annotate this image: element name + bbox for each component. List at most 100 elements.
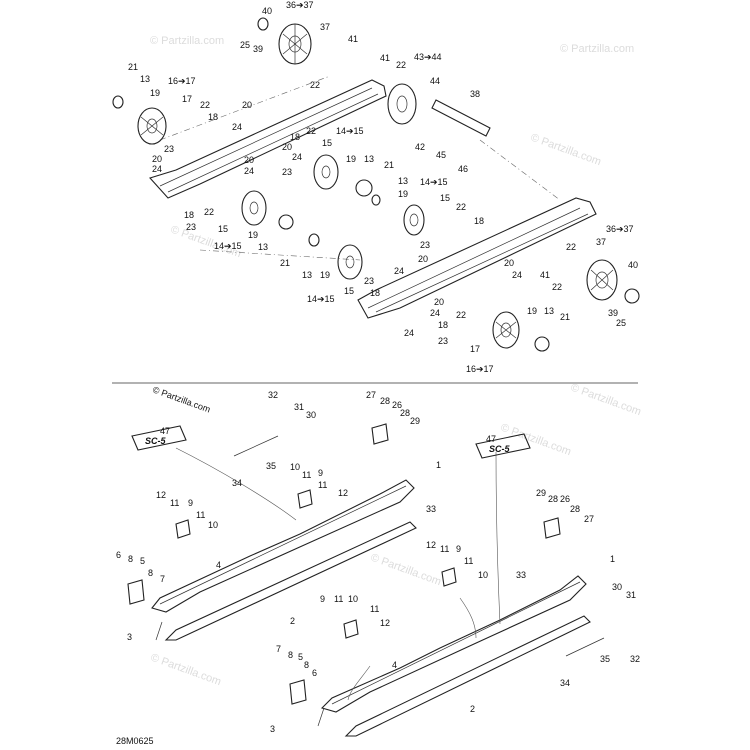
callout-label: 19	[398, 189, 408, 199]
diagram-code: 28M0625	[116, 736, 154, 746]
callout-label: 17	[470, 344, 480, 354]
callout-label: 24	[244, 166, 254, 176]
callout-label: 22	[396, 60, 406, 70]
callout-label: 23	[186, 222, 196, 232]
callout-label: 28	[400, 408, 410, 418]
callout-label: 1	[436, 460, 441, 470]
callout-label: 8	[148, 568, 153, 578]
callout-label: 22	[204, 207, 214, 217]
left-wear-strip	[164, 521, 417, 641]
callout-label: 22	[456, 310, 466, 320]
left-rail-detail	[159, 87, 379, 193]
copyright-watermark: © Partzilla.com	[151, 384, 211, 414]
callout-label: 21	[560, 312, 570, 322]
callout-label: 20	[282, 142, 292, 152]
callout-label: 32	[630, 654, 640, 664]
slider-block	[343, 619, 359, 639]
callout-label: 47	[160, 426, 170, 436]
callout-label: 12	[380, 618, 390, 628]
callout-label: 41	[348, 34, 358, 44]
leader-lines	[175, 447, 501, 701]
callout-label: 4	[392, 660, 397, 670]
left-slide-rail	[151, 479, 415, 613]
callout-label: 34	[560, 678, 570, 688]
callout-label: 11	[170, 498, 179, 508]
decal-text: SC-5	[145, 436, 166, 446]
callout-label: 46	[458, 164, 468, 174]
callout-label: 13	[364, 154, 374, 164]
callout-label: 12	[338, 488, 348, 498]
callout-label: 15	[344, 286, 354, 296]
callout-label: 14➔15	[336, 126, 364, 136]
callout-label: 28	[380, 396, 390, 406]
callout-label: 29	[410, 416, 420, 426]
callout-label: 29	[536, 488, 546, 498]
callout-label: 5	[298, 652, 303, 662]
left-slide-rail-edge	[159, 485, 407, 605]
callout-label: 24	[232, 122, 242, 132]
callout-label: 15	[322, 138, 332, 148]
callout-label: 3	[127, 632, 132, 642]
callout-label: 21	[280, 258, 290, 268]
callout-label: 27	[584, 514, 594, 524]
callout-label: 8	[288, 650, 293, 660]
callout-label: 13	[398, 176, 408, 186]
callout-label: 18	[290, 132, 300, 142]
callout-label: 22	[306, 126, 316, 136]
upper-assembly	[112, 17, 640, 352]
callout-label: 21	[384, 160, 394, 170]
callout-label: 11	[370, 604, 379, 614]
callout-label: 12	[426, 540, 436, 550]
callout-label: 22	[200, 100, 210, 110]
callout-label: 11	[302, 470, 311, 480]
callout-label: 37	[320, 22, 330, 32]
callout-label: 9	[318, 468, 323, 478]
callout-label: 7	[160, 574, 165, 584]
callout-label: 18	[474, 216, 484, 226]
callout-label: 19	[527, 306, 537, 316]
callout-label: 11	[334, 594, 343, 604]
callout-label: 5	[140, 556, 145, 566]
callout-label: 20	[434, 297, 444, 307]
idler-wheel-lower-mid	[403, 204, 425, 236]
callout-label: 18	[184, 210, 194, 220]
callout-label: 30	[612, 582, 622, 592]
watermark-layer: © Partzilla.com © Partzilla.com © Partzi…	[149, 35, 643, 688]
callout-label: 19	[150, 88, 160, 98]
callout-label: 20	[152, 154, 162, 164]
callout-label: 23	[364, 276, 374, 286]
idler-wheel-left	[137, 107, 167, 145]
bolts	[155, 435, 605, 727]
callout-label: 10	[478, 570, 488, 580]
callout-label: 7	[276, 644, 281, 654]
watermark: © Partzilla.com	[560, 43, 634, 55]
callout-label: 24	[404, 328, 414, 338]
idler-wheel-mid	[313, 154, 339, 190]
callout-label: 10	[290, 462, 300, 472]
callout-label: 33	[426, 504, 436, 514]
watermark: © Partzilla.com	[150, 35, 224, 47]
callout-label: 6	[312, 668, 317, 678]
slider-block	[175, 519, 191, 539]
callout-label: 20	[242, 100, 252, 110]
callout-label: 20	[244, 155, 254, 165]
callout-label: 24	[430, 308, 440, 318]
callout-label: 8	[128, 554, 133, 564]
callout-label: 11	[440, 544, 449, 554]
callout-label: 37	[596, 237, 606, 247]
idler-wheel-bottom-right	[492, 311, 520, 349]
callout-label: 27	[366, 390, 376, 400]
callout-label: 9	[456, 544, 461, 554]
sc5-decal-right: SC-5	[475, 433, 531, 459]
callout-label: 1	[610, 554, 615, 564]
callout-label: 22	[310, 80, 320, 90]
callout-label: 39	[253, 44, 263, 54]
callout-label: 8	[304, 660, 309, 670]
sc5-decal-left: SC-5	[131, 425, 187, 451]
callout-label: 25	[240, 40, 250, 50]
idler-wheel-bottom	[337, 244, 363, 280]
idler-wheel-lower-left	[241, 190, 267, 226]
idler-wheel-right	[586, 259, 618, 301]
callout-label: 38	[470, 89, 480, 99]
